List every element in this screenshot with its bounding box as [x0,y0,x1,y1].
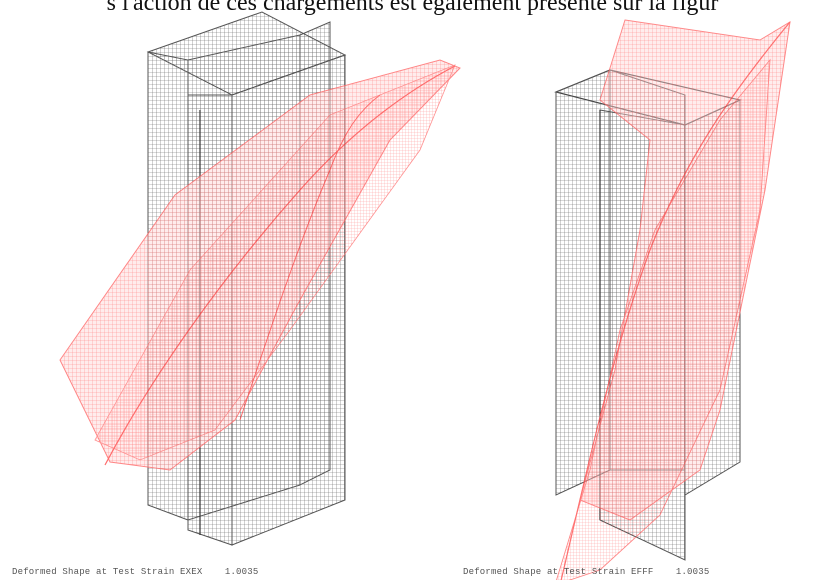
left-figure-caption: Deformed Shape at Test Strain EXEX 1.003… [12,567,258,577]
left-deformed-mesh [59,59,461,471]
right-deformed-mesh [556,19,791,580]
right-caption-label: Deformed Shape at Test Strain EFFF [463,567,654,577]
right-figure-caption: Deformed Shape at Test Strain EFFF 1.003… [463,567,709,577]
left-caption-label: Deformed Shape at Test Strain EXEX [12,567,203,577]
left-caption-value: 1.0035 [224,567,259,577]
page-text-fragment: s l'action de ces chargements est égalem… [106,0,719,16]
right-caption-value: 1.0035 [675,567,710,577]
left-fem-model [59,11,461,546]
right-fem-model [554,19,791,580]
